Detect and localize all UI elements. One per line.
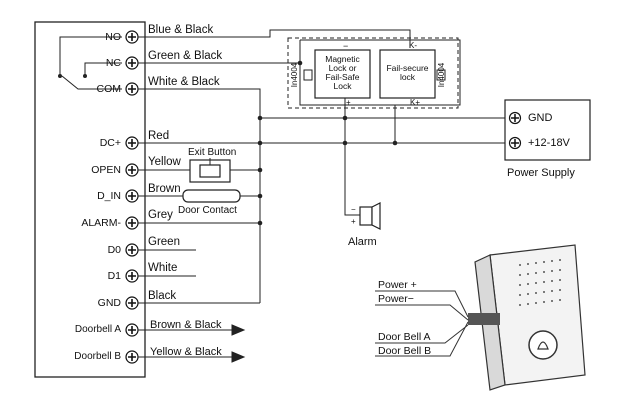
wire-label-din: Brown (148, 183, 181, 195)
relay-internal-nc (84, 62, 122, 75)
magnetic-plus: + (346, 98, 351, 107)
diode-left (303, 69, 313, 81)
failsecure-lock-line-2: lock (399, 72, 416, 82)
wire-label-doorbellb: Yellow & Black (150, 346, 222, 358)
wire-label-alarm: Grey (148, 209, 173, 221)
wire-label-doorbella: Brown & Black (150, 319, 222, 331)
magnetic-lock-line-1: Magnetic (325, 54, 360, 64)
relay-internal-com (61, 75, 122, 90)
diode-right (436, 69, 446, 81)
magnetic-lock-line-3: Fail-Safe (325, 72, 360, 82)
terminal-label-d0: D0 (107, 244, 121, 256)
wire-label-open: Yellow (148, 156, 181, 168)
power-supply-box (504, 99, 591, 161)
magnetic-minus: − (343, 41, 349, 51)
ps-terminal-crosses (511, 114, 519, 147)
wire-label-nc: Green & Black (148, 50, 223, 62)
wires (138, 29, 510, 304)
doorbell-power-minus: Power− (378, 293, 414, 305)
terminal-label-doorbellb: Doorbell B (74, 351, 121, 362)
terminal-label-doorbella: Doorbell A (74, 324, 121, 335)
alarm-body (359, 206, 373, 226)
doorbell-power-plus: Power + (378, 279, 417, 291)
ps-gnd-label: GND (528, 112, 553, 124)
alarm-horn (371, 202, 381, 230)
magnetic-lock-line-4: Lock (333, 81, 352, 91)
doorbell-line-b: Door Bell B (378, 345, 432, 357)
failsecure-lock-label: Fail-secure lock (381, 64, 434, 82)
terminal-label-no: NO (105, 31, 121, 43)
doorbell-line-a: Door Bell A (378, 331, 431, 343)
wire-label-gnd: Black (148, 290, 177, 302)
relay-contact (83, 74, 87, 78)
terminal-label-dcplus: DC+ (99, 137, 121, 149)
failsecure-kplus: K+ (410, 98, 421, 107)
magnetic-lock-label: Magnetic Lock or Fail-Safe Lock (316, 55, 369, 91)
magnetic-lock-box (314, 49, 371, 99)
relay-pivot (58, 74, 62, 78)
terminal-label-din: D_IN (97, 190, 121, 202)
failsecure-kminus: K- (409, 41, 417, 50)
relay-internal-no (59, 36, 122, 75)
magnetic-lock-line-2: Lock or (328, 63, 357, 73)
terminal-label-open: OPEN (91, 164, 121, 176)
diode-label-right: In4004 (437, 62, 447, 88)
exit-button-label: Exit Button (188, 147, 237, 158)
wire-label-com: White & Black (148, 76, 220, 88)
diode-label-left: In4004 (290, 62, 300, 88)
terminal-label-d1: D1 (107, 270, 121, 282)
controller-box (34, 21, 146, 378)
terminal-label-nc: NC (105, 57, 121, 69)
wire-label-dcplus: Red (148, 130, 170, 142)
alarm-minus: − (351, 205, 356, 214)
junction-dots (257, 60, 398, 226)
doorbell-arrows (138, 324, 246, 363)
terminal-label-gnd: GND (97, 297, 121, 309)
wire-label-no: Blue & Black (148, 24, 214, 36)
doorbell-device (375, 244, 586, 391)
terminal-crosses (128, 33, 136, 361)
alarm-label: Alarm (348, 236, 377, 248)
alarm-plus: + (351, 217, 356, 226)
terminal-label-com: COM (96, 83, 122, 95)
ps-vplus-label: +12-18V (528, 137, 570, 149)
lock-enclosure (287, 37, 459, 109)
power-supply-label: Power Supply (507, 167, 575, 179)
terminal-label-alarm: ALARM- (81, 217, 121, 229)
failsecure-lock-line-1: Fail-secure (386, 63, 429, 73)
wire-label-d0: Green (148, 236, 180, 248)
door-contact-label: Door Contact (178, 205, 237, 216)
exit-button-inner (199, 164, 221, 178)
failsecure-lock-box (379, 49, 436, 99)
wire-label-d1: White (148, 262, 178, 274)
door-contact-sensor (182, 189, 241, 203)
